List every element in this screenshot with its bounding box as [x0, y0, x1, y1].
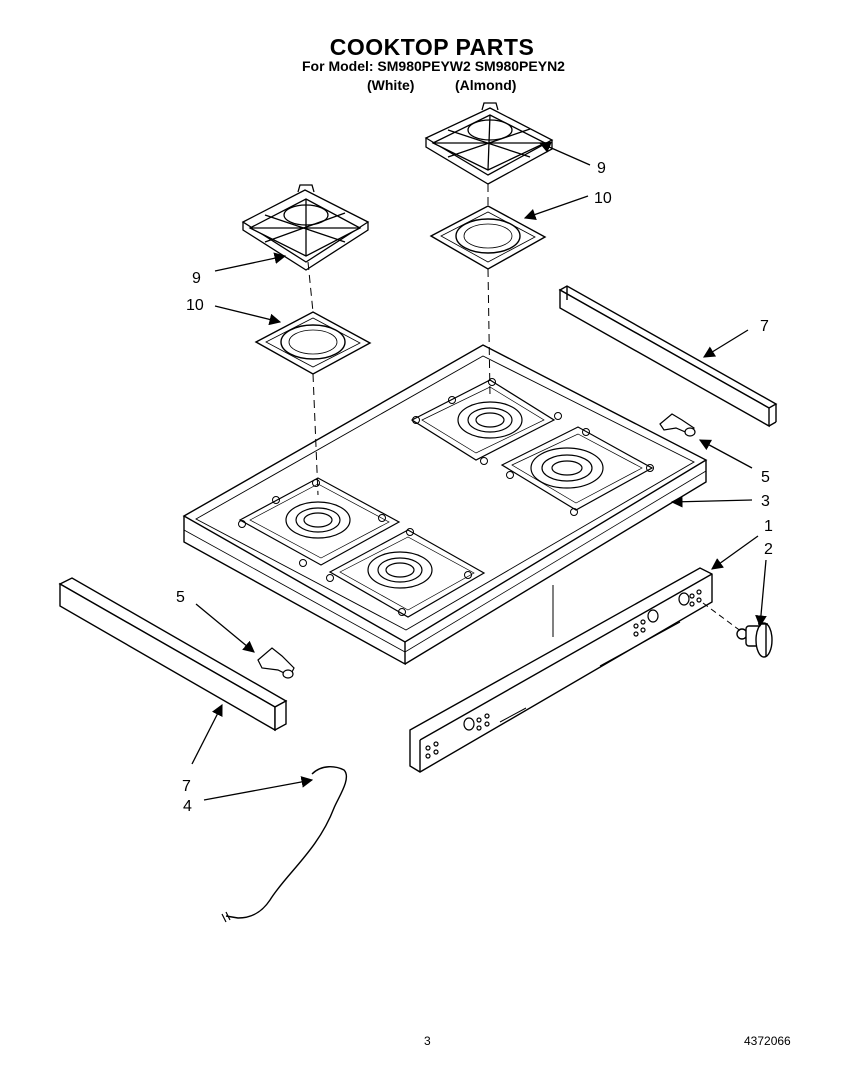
callout-5-rear-clip: 5 [761, 469, 770, 486]
mounting-holes [238, 378, 654, 616]
callout-4-wire: 4 [183, 798, 192, 815]
burner-pan-rear-right [500, 426, 654, 511]
drip-plate-left [254, 311, 372, 375]
page-title: COOKTOP PARTS [329, 34, 535, 60]
clip-rear [659, 413, 696, 437]
drip-plate-right [429, 205, 547, 270]
callout-2-knob: 2 [764, 541, 773, 558]
knob-alignment-line [702, 602, 743, 633]
wire-terminal [221, 911, 231, 923]
leader-lines [191, 141, 767, 801]
control-panel [409, 567, 713, 773]
control-panel-knob-holes [425, 589, 702, 759]
trim-strip-rear [558, 285, 778, 428]
page-number: 3 [424, 1034, 431, 1048]
burner-pan-front-right [328, 529, 486, 618]
callout-10-left-plate: 10 [186, 297, 204, 314]
cooktop-main-top [182, 344, 708, 666]
burner-pan-rear-left [410, 379, 556, 461]
callout-7-front-trim: 7 [182, 778, 191, 795]
alignment-lines [307, 184, 491, 496]
callout-10-right-plate: 10 [594, 190, 612, 207]
model-line: For Model: SM980PEYW2 SM980PEYN2 [302, 58, 565, 74]
burner-pan-front-left [238, 477, 401, 566]
callout-9-left-grate: 9 [192, 270, 201, 287]
variant-almond-label: (Almond) [455, 77, 517, 93]
callout-9-right-grate: 9 [597, 160, 606, 177]
callout-3-cooktop: 3 [761, 493, 770, 510]
control-knob [736, 622, 773, 658]
callout-1-control-panel: 1 [764, 518, 773, 535]
clip-front [257, 647, 295, 679]
ignition-wire [225, 766, 348, 919]
trim-strip-front [58, 577, 288, 732]
grate-left [241, 184, 370, 271]
variant-white-label: (White) [367, 77, 415, 93]
grate-right [424, 102, 554, 185]
callout-5-front-clip: 5 [176, 589, 185, 606]
callout-7-rear-trim: 7 [760, 318, 769, 335]
part-code: 4372066 [744, 1034, 791, 1048]
